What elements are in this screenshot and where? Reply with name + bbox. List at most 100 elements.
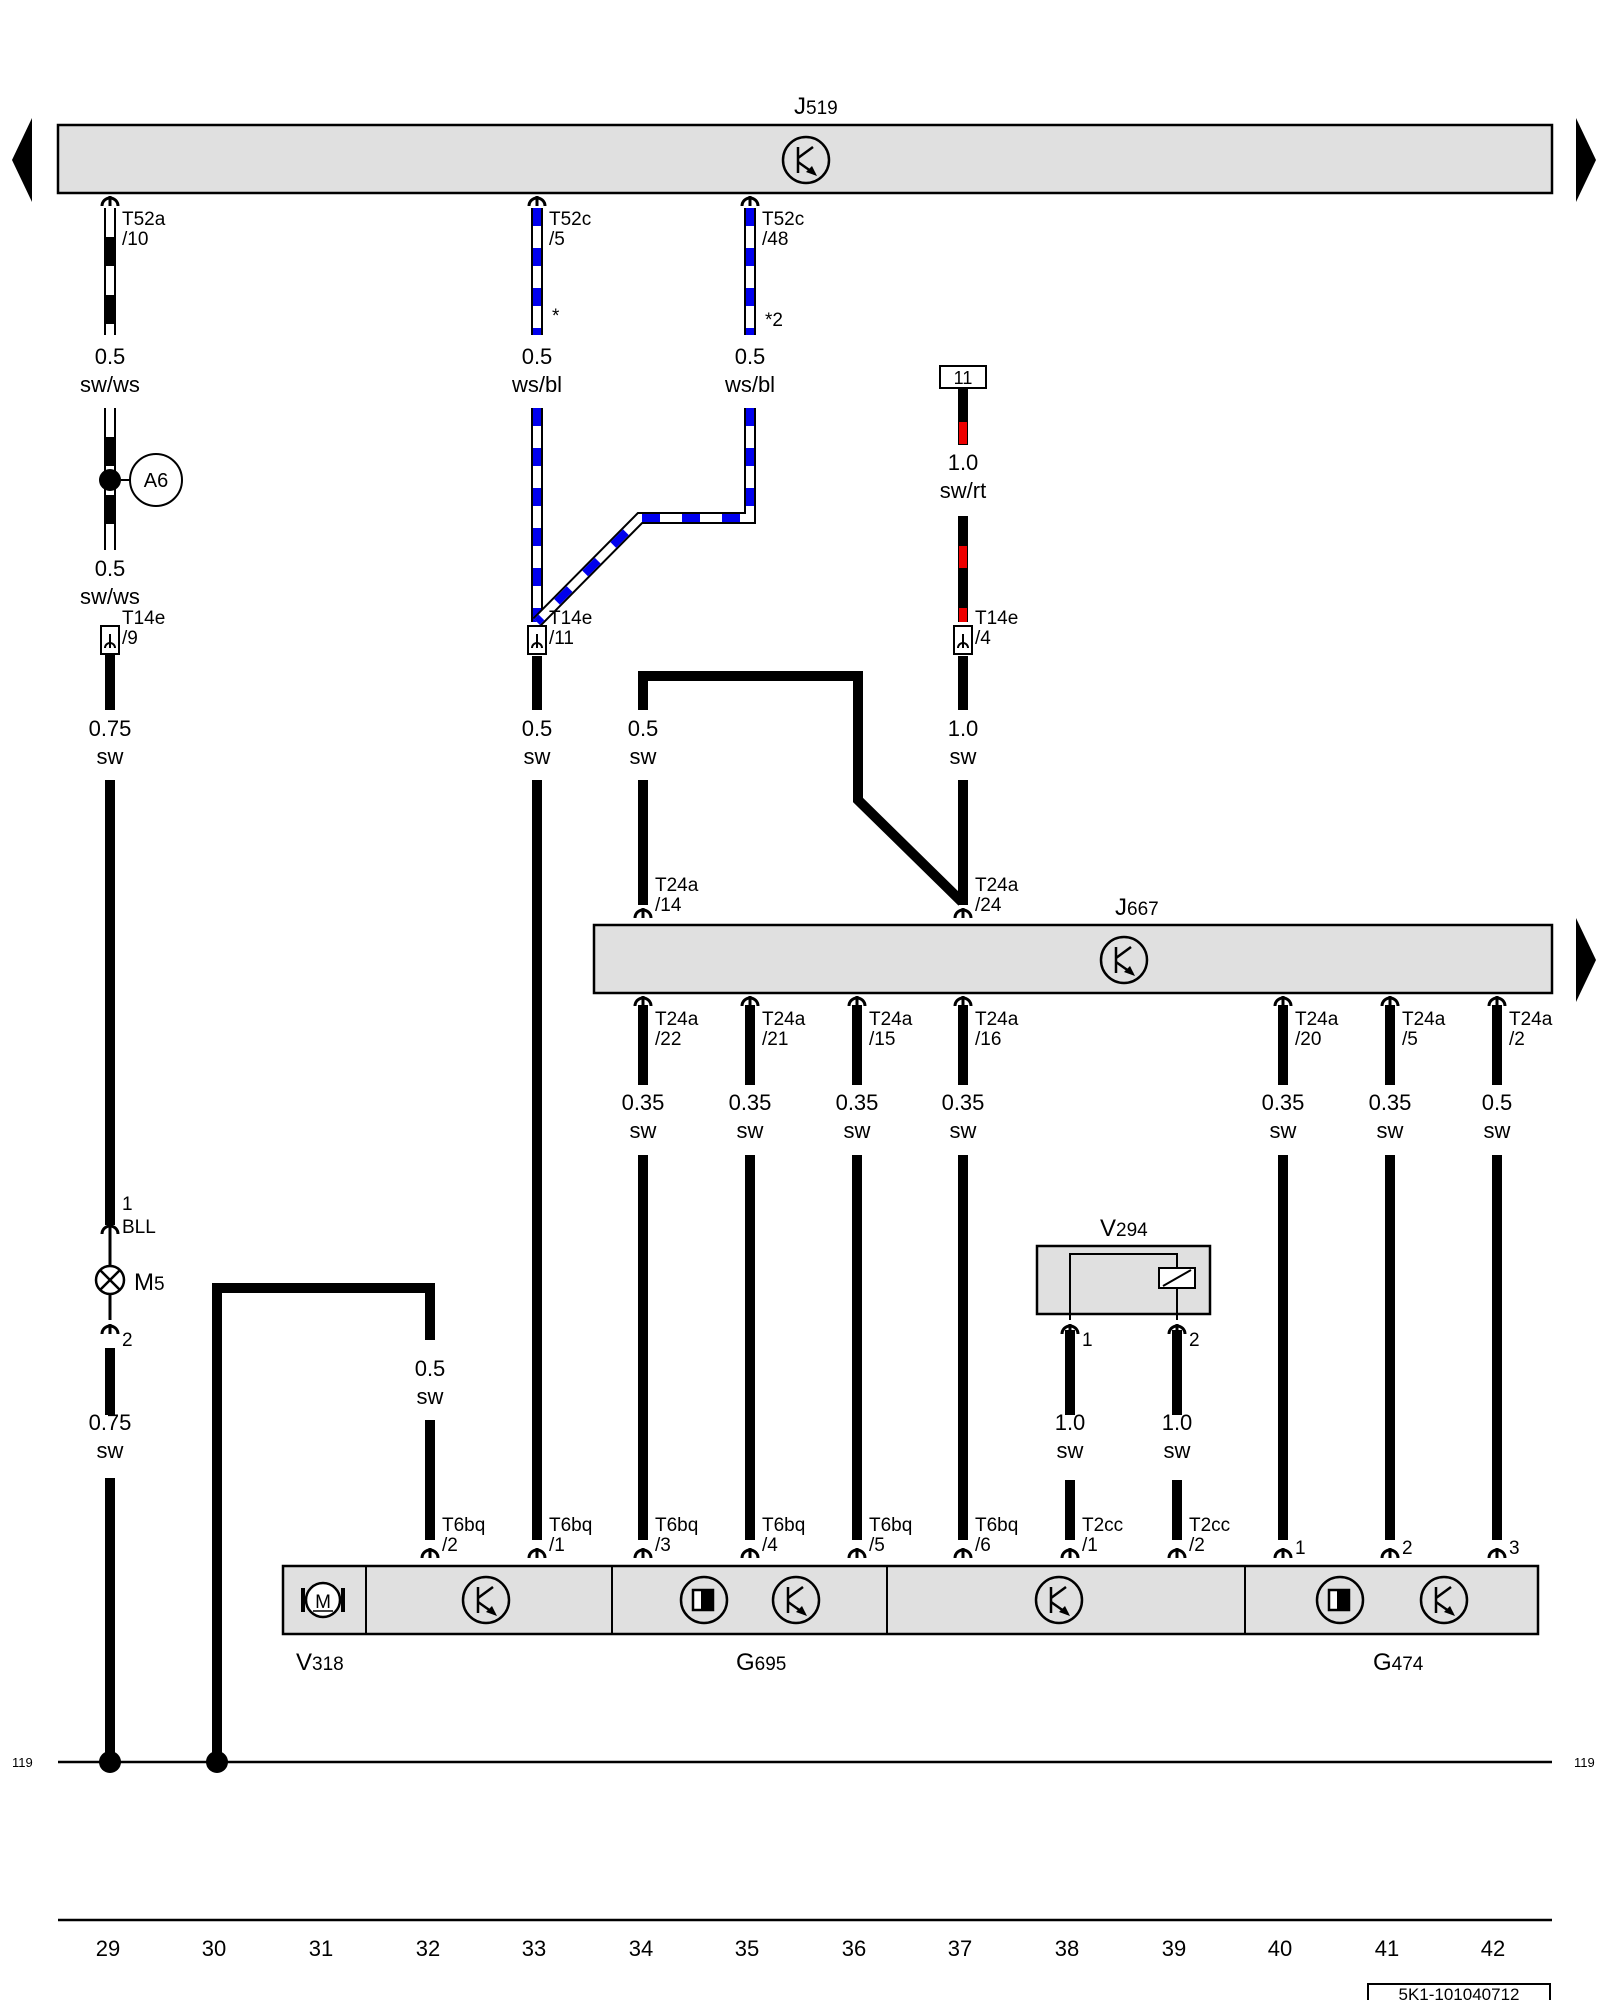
footnote-star2: *2 — [765, 310, 783, 331]
column-number: 36 — [842, 1936, 866, 1961]
continue-right-arrow — [1576, 118, 1596, 202]
wire-37-size: 1.0 — [948, 716, 979, 741]
wire-40-color: sw — [1270, 1118, 1297, 1143]
wire-column-29 — [99, 208, 132, 1762]
t52c-5-connector: T52c/5 — [549, 209, 591, 250]
t14e-11-connector: T14e/11 — [549, 608, 592, 649]
t24a-5-connector: T24a/5 — [1402, 1009, 1446, 1050]
wire-37-lower-size: 0.35 — [942, 1090, 985, 1115]
j667-label: J667 — [1115, 894, 1159, 921]
wire-33-lower-color: sw — [524, 744, 551, 769]
wire-38-size: 1.0 — [1055, 1410, 1086, 1435]
column-number: 32 — [416, 1936, 440, 1961]
t24a-15-connector: T24a/15 — [869, 1009, 913, 1050]
wire-34-size: 0.5 — [628, 716, 659, 741]
wire-29-lower-size: 0.75 — [89, 716, 132, 741]
g474-pin-2: 2 — [1402, 1538, 1413, 1559]
wire-39-size: 1.0 — [1162, 1410, 1193, 1435]
bll-pin-1: 1 — [122, 1194, 133, 1215]
wire-40-size: 0.35 — [1262, 1090, 1305, 1115]
wire-32-size: 0.5 — [415, 1356, 446, 1381]
column-number: 33 — [522, 1936, 546, 1961]
t14e-4-connector: T14e/4 — [975, 608, 1018, 649]
t6bq-2-connector: T6bq/2 — [442, 1515, 485, 1556]
v294-valve — [1035, 1244, 1212, 1320]
wire-column-30 — [212, 1283, 435, 1762]
wire-41-color: sw — [1377, 1118, 1404, 1143]
a6-connection-point: A6 — [129, 453, 183, 507]
ground-line-31 — [58, 1751, 1552, 1773]
v294-output-wires — [1065, 1330, 1182, 1540]
j667-control-unit: J667 — [592, 894, 1554, 995]
g695-label: G695 — [736, 1649, 786, 1676]
column-number: 35 — [735, 1936, 759, 1961]
wire-29-bottom-color: sw — [97, 1438, 124, 1463]
wire-29-upper-color: sw/ws — [80, 372, 140, 397]
column-number: 39 — [1162, 1936, 1186, 1961]
wire-38-color: sw — [1057, 1438, 1084, 1463]
wire-column-37-upper — [939, 365, 987, 905]
wire-41-size: 0.35 — [1369, 1090, 1412, 1115]
v294-pin-2: 2 — [1189, 1330, 1200, 1351]
wire-29-mid-color: sw/ws — [80, 584, 140, 609]
t24a-21-connector: T24a/21 — [762, 1009, 806, 1050]
wire-column-34-upper — [638, 671, 966, 906]
column-number: 34 — [629, 1936, 653, 1961]
t24a-2-connector: T24a/2 — [1509, 1009, 1553, 1050]
t52c-48-connector: T52c/48 — [762, 209, 804, 250]
v318-motor-icon: M — [301, 1581, 345, 1619]
v294-pin-1: 1 — [1082, 1330, 1093, 1351]
t2cc-2-connector: T2cc/2 — [1189, 1515, 1230, 1556]
column-number: 29 — [96, 1936, 120, 1961]
wire-34-color: sw — [630, 744, 657, 769]
m5-label: M5 — [134, 1269, 165, 1296]
wire-32-color: sw — [417, 1384, 444, 1409]
v294-label: V294 — [1100, 1215, 1148, 1242]
t52a-10-connector: T52a/10 — [122, 209, 166, 250]
wire-29-bottom-size: 0.75 — [89, 1410, 132, 1435]
t6bq-6-connector: T6bq/6 — [975, 1515, 1018, 1556]
j667-output-wires — [638, 1005, 1502, 1540]
wire-37-lower-color: sw — [950, 1118, 977, 1143]
wire-35-lower-color: sw — [737, 1118, 764, 1143]
continue-left-arrow — [12, 118, 32, 202]
j667-continue-arrow — [1576, 918, 1596, 1002]
wire-37-red-color: sw/rt — [940, 478, 986, 503]
wire-36-color: sw — [844, 1118, 871, 1143]
column-number: 41 — [1375, 1936, 1399, 1961]
wire-34-lower-size: 0.35 — [622, 1090, 665, 1115]
wire-39-color: sw — [1164, 1438, 1191, 1463]
t6bq-4-connector: T6bq/4 — [762, 1515, 805, 1556]
j519-label: J519 — [794, 93, 838, 120]
wire-29-upper-size: 0.5 — [95, 344, 126, 369]
wire-35-lower-size: 0.35 — [729, 1090, 772, 1115]
t6bq-1-connector: T6bq/1 — [549, 1515, 592, 1556]
svg-text:M: M — [315, 1592, 331, 1613]
column-number: 37 — [948, 1936, 972, 1961]
t24a-20-connector: T24a/20 — [1295, 1009, 1339, 1050]
t2cc-1-connector: T2cc/1 — [1082, 1515, 1123, 1556]
g474-pin-1: 1 — [1295, 1538, 1306, 1559]
wire-33-lower-size: 0.5 — [522, 716, 553, 741]
column-number: 31 — [309, 1936, 333, 1961]
bll-label: BLL — [122, 1217, 156, 1238]
ref-box-11: 11 — [954, 368, 973, 388]
wire-37-red-size: 1.0 — [948, 450, 979, 475]
footnote-star: * — [552, 306, 560, 327]
column-numbers: 29 30 31 32 33 34 35 36 37 38 39 40 41 4… — [96, 1936, 1505, 1961]
svg-text:A6: A6 — [144, 470, 168, 492]
wire-34-lower-color: sw — [630, 1118, 657, 1143]
t24a-24-connector: T24a/24 — [975, 875, 1019, 916]
m5-pin-2: 2 — [122, 1330, 133, 1351]
m5-lamp — [94, 1232, 126, 1320]
wire-29-lower-color: sw — [97, 744, 124, 769]
column-number: 38 — [1055, 1936, 1079, 1961]
wire-33-size: 0.5 — [522, 344, 553, 369]
j519-control-unit: J519 — [56, 93, 1554, 195]
wire-35-size: 0.5 — [735, 344, 766, 369]
column-number: 30 — [202, 1936, 226, 1961]
t6bq-5-connector: T6bq/5 — [869, 1515, 912, 1556]
wire-29-mid-size: 0.5 — [95, 556, 126, 581]
t24a-14-connector: T24a/14 — [655, 875, 699, 916]
ground-ref-right: 119 — [1574, 1755, 1595, 1770]
